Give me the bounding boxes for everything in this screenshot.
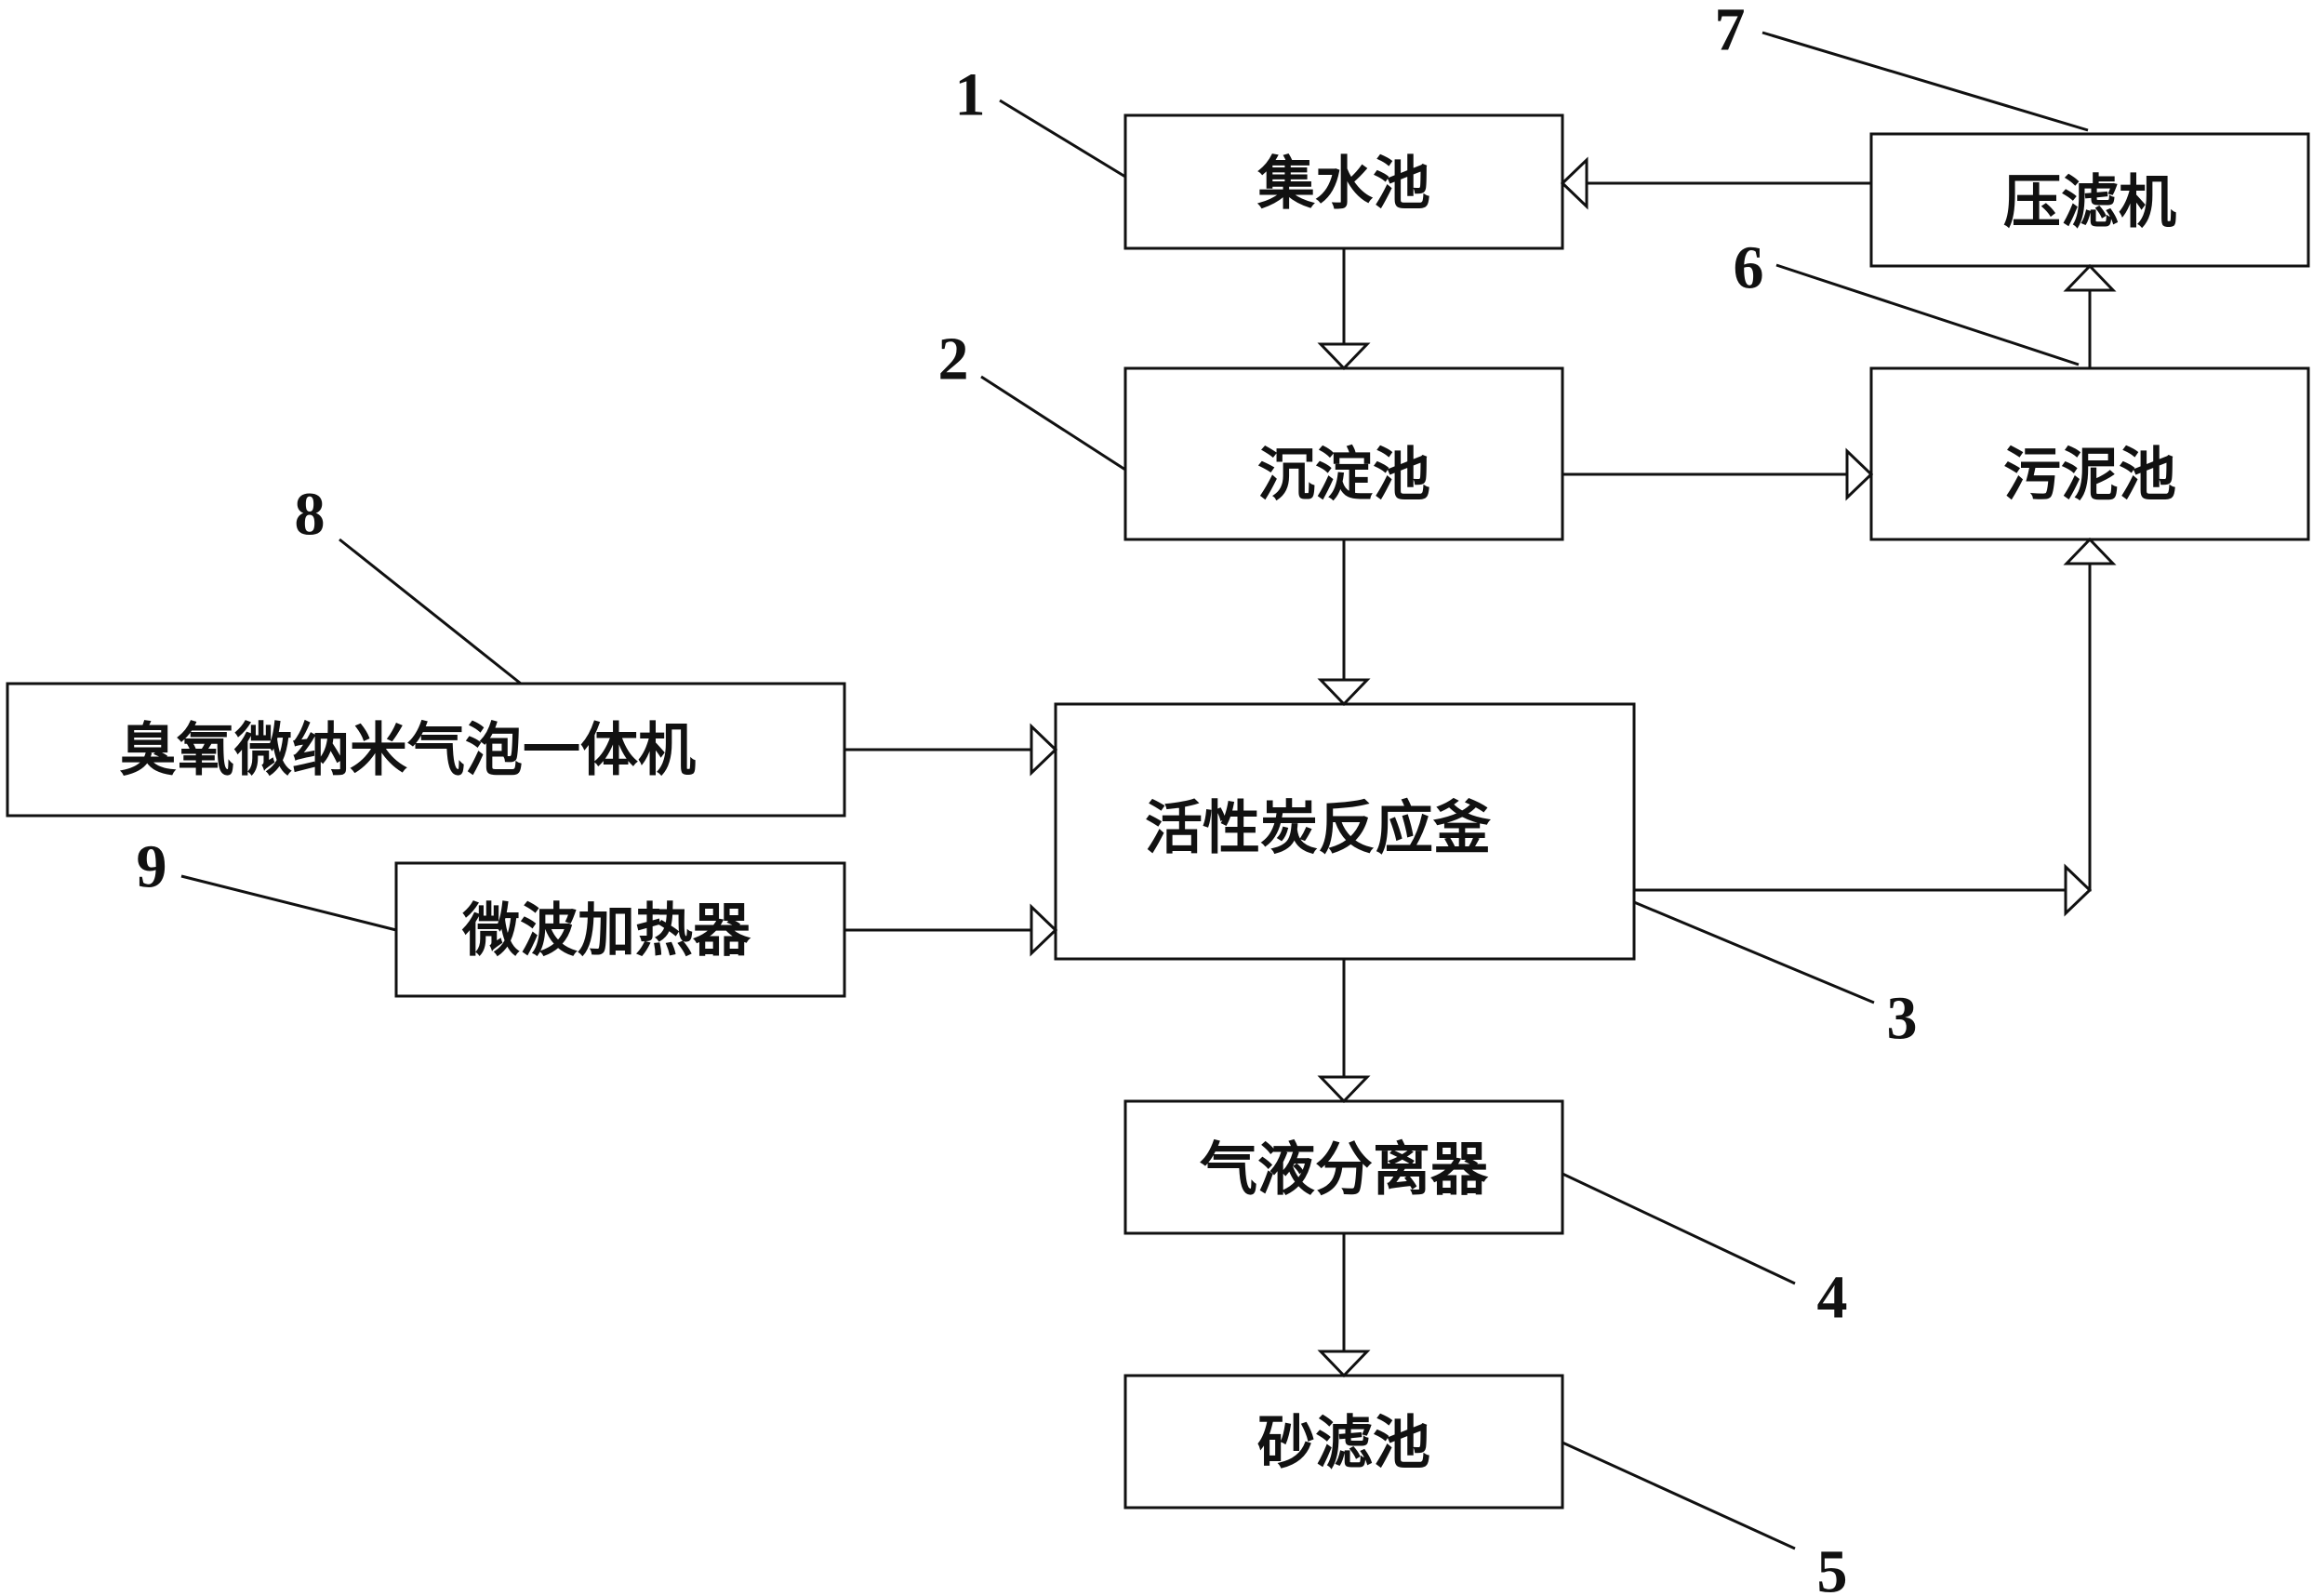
- leader-7: [1761, 31, 2089, 132]
- box-sand-filter-tank: 砂滤池: [1123, 1374, 1564, 1510]
- callout-1: 1: [955, 61, 986, 129]
- leader-9: [180, 874, 397, 932]
- leader-6: [1775, 263, 2080, 366]
- callout-4: 4: [1817, 1264, 1848, 1332]
- leader-8: [339, 538, 522, 685]
- callout-5: 5: [1817, 1538, 1848, 1596]
- arrow-reactor-to-separator: [1317, 959, 1371, 1104]
- box-filter-press: 压滤机: [1869, 132, 2310, 268]
- callout-9: 9: [137, 833, 167, 901]
- leader-2: [980, 375, 1126, 472]
- arrow-microwave-to-reactor: [844, 903, 1058, 957]
- collection-tank-label: 集水池: [1256, 150, 1430, 218]
- arrow-ozone-to-reactor: [844, 723, 1058, 777]
- box-gas-liquid-separator: 气液分离器: [1123, 1099, 1564, 1235]
- arrow-filter-press-to-collection: [1560, 156, 1871, 210]
- activated-carbon-reactor-label: 活性炭反应釜: [1145, 794, 1491, 862]
- callout-3: 3: [1887, 985, 1918, 1053]
- sedimentation-tank-label: 沉淀池: [1257, 441, 1430, 509]
- arrow-separator-to-sand-filter: [1317, 1233, 1371, 1378]
- leader-4: [1562, 1172, 1796, 1285]
- box-activated-carbon-reactor: 活性炭反应釜: [1054, 702, 1636, 961]
- callout-2: 2: [938, 326, 969, 393]
- sand-filter-tank-label: 砂滤池: [1257, 1409, 1430, 1477]
- arrow-sedimentation-to-sludge: [1562, 447, 1874, 501]
- ozone-machine-label: 臭氧微纳米气泡一体机: [119, 716, 696, 784]
- arrow-sludge-to-filter-press: [2063, 263, 2117, 368]
- callout-8: 8: [295, 481, 326, 549]
- callout-6: 6: [1734, 234, 1764, 302]
- microwave-heater-label: 微波加热器: [461, 897, 751, 964]
- leader-1: [999, 99, 1126, 179]
- filter-press-label: 压滤机: [2003, 168, 2176, 236]
- leader-5: [1562, 1441, 1796, 1550]
- gas-liquid-separator-label: 气液分离器: [1200, 1136, 1489, 1204]
- arrow-reactor-to-sludge: [1634, 537, 2117, 917]
- box-collection-tank: 集水池: [1123, 113, 1564, 250]
- arrow-sedimentation-to-reactor: [1317, 539, 1371, 707]
- box-sludge-tank: 污泥池: [1869, 366, 2310, 541]
- leader-3: [1633, 900, 1875, 1004]
- arrow-collection-to-sedimentation: [1317, 248, 1371, 371]
- box-sedimentation-tank: 沉淀池: [1123, 366, 1564, 541]
- box-microwave-heater: 微波加热器: [394, 861, 846, 998]
- sludge-tank-label: 污泥池: [2003, 441, 2176, 509]
- callout-7: 7: [1715, 0, 1746, 64]
- box-ozone-micro-nano-bubble-machine: 臭氧微纳米气泡一体机: [6, 682, 846, 818]
